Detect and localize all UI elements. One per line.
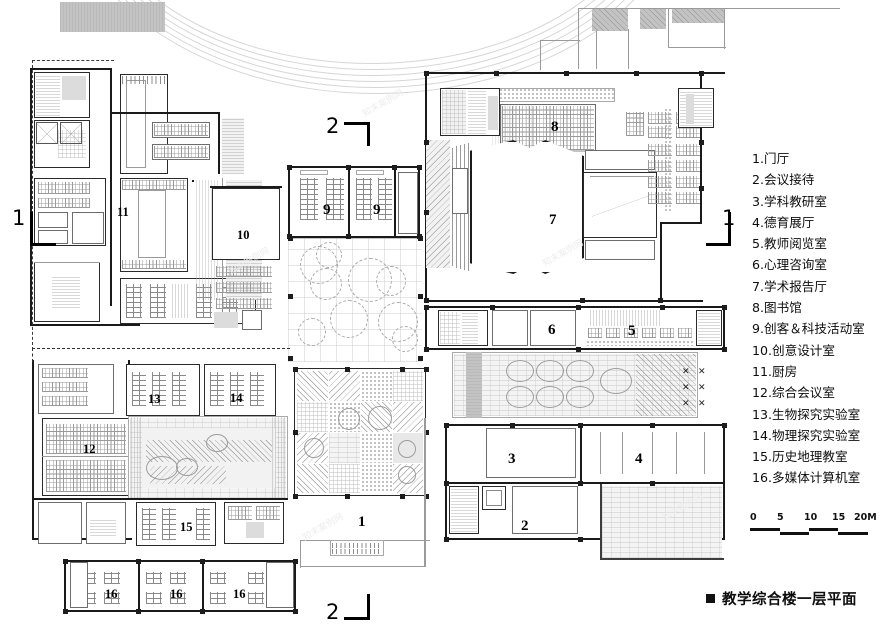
room-number: 8 <box>551 119 559 135</box>
scale-bar: 0 5 10 15 20M <box>750 512 877 538</box>
scale-segment <box>809 528 838 531</box>
section-marker-bottom-2: 2 <box>326 590 372 636</box>
scale-segment <box>838 532 868 535</box>
legend-item: 4.德育展厅 <box>752 214 815 230</box>
legend-item: 13.生物探究实验室 <box>752 406 861 422</box>
section-marker-label: 2 <box>326 600 340 624</box>
section-marker-right-1: 1 <box>706 200 752 254</box>
room-number: 1 <box>358 514 366 530</box>
room-number: 13 <box>148 392 161 406</box>
section-marker-left-1: 1 <box>10 200 56 254</box>
tree-marker: ✕ <box>682 398 690 408</box>
watermark: 知末案例网 <box>301 512 346 544</box>
room-number: 5 <box>628 323 636 339</box>
legend-item: 1.门厅 <box>752 151 790 166</box>
legend-item: 10.创意设计室 <box>752 342 835 358</box>
scale-label: 5 <box>777 512 784 523</box>
section-marker-top-2: 2 <box>326 110 372 156</box>
legend-item: 6.心理咨询室 <box>752 257 827 273</box>
legend-item: 16.多媒体计算机室 <box>752 470 861 486</box>
plan-caption: 教学综合楼一层平面 <box>706 588 857 609</box>
room-number: 10 <box>237 228 250 242</box>
scale-label: 20M <box>854 512 877 523</box>
room-number: 7 <box>549 212 557 228</box>
legend-item: 9.创客＆科技活动室 <box>752 321 865 337</box>
scale-segment <box>750 528 780 531</box>
room-number: 6 <box>548 322 556 338</box>
legend-item: 5.教师阅览室 <box>752 236 827 252</box>
legend-item: 11.厨房 <box>752 363 798 379</box>
scale-label: 15 <box>832 512 846 523</box>
tree-marker: ✕ <box>698 382 706 392</box>
scale-segment <box>780 532 809 535</box>
room-number: 16 <box>105 587 118 601</box>
section-marker-label: 2 <box>326 114 340 138</box>
room-number: 9 <box>323 202 331 218</box>
tree-marker: ✕ <box>698 366 706 376</box>
tree-marker: ✕ <box>682 366 690 376</box>
room-number: 2 <box>521 518 529 534</box>
tree-marker: ✕ <box>698 398 706 408</box>
caption-bullet-square <box>706 594 715 603</box>
section-marker-label: 1 <box>12 206 26 230</box>
legend-item: 8.图书馆 <box>752 300 802 316</box>
room-number: 9 <box>373 202 381 218</box>
room-number: 15 <box>180 520 193 534</box>
legend-item: 14.物理探究实验室 <box>752 427 861 443</box>
room-legend: 1.门厅 2.会议接待 3.学科教研室 4.德育展厅 5.教师阅览室 6.心理咨询室 7.学… <box>752 148 880 489</box>
legend-item: 7.学术报告厅 <box>752 278 827 294</box>
tree-marker: ✕ <box>682 382 690 392</box>
legend-item: 3.学科教研室 <box>752 193 827 209</box>
room-number: 12 <box>83 442 96 456</box>
legend-item: 2.会议接待 <box>752 172 815 188</box>
scale-label: 0 <box>750 512 757 523</box>
room-number: 16 <box>170 587 183 601</box>
legend-item: 12.综合会议室 <box>752 385 835 401</box>
room-number: 3 <box>508 451 516 467</box>
room-number: 11 <box>117 205 129 219</box>
room-number: 16 <box>233 587 246 601</box>
legend-item: 15.历史地理教室 <box>752 449 848 465</box>
room-number: 4 <box>635 451 643 467</box>
plan-drawing: ✕ ✕ ✕ ✕ ✕ ✕ <box>30 0 840 614</box>
scale-label: 10 <box>804 512 818 523</box>
room-number: 14 <box>230 391 243 405</box>
caption-text: 教学综合楼一层平面 <box>722 592 857 608</box>
